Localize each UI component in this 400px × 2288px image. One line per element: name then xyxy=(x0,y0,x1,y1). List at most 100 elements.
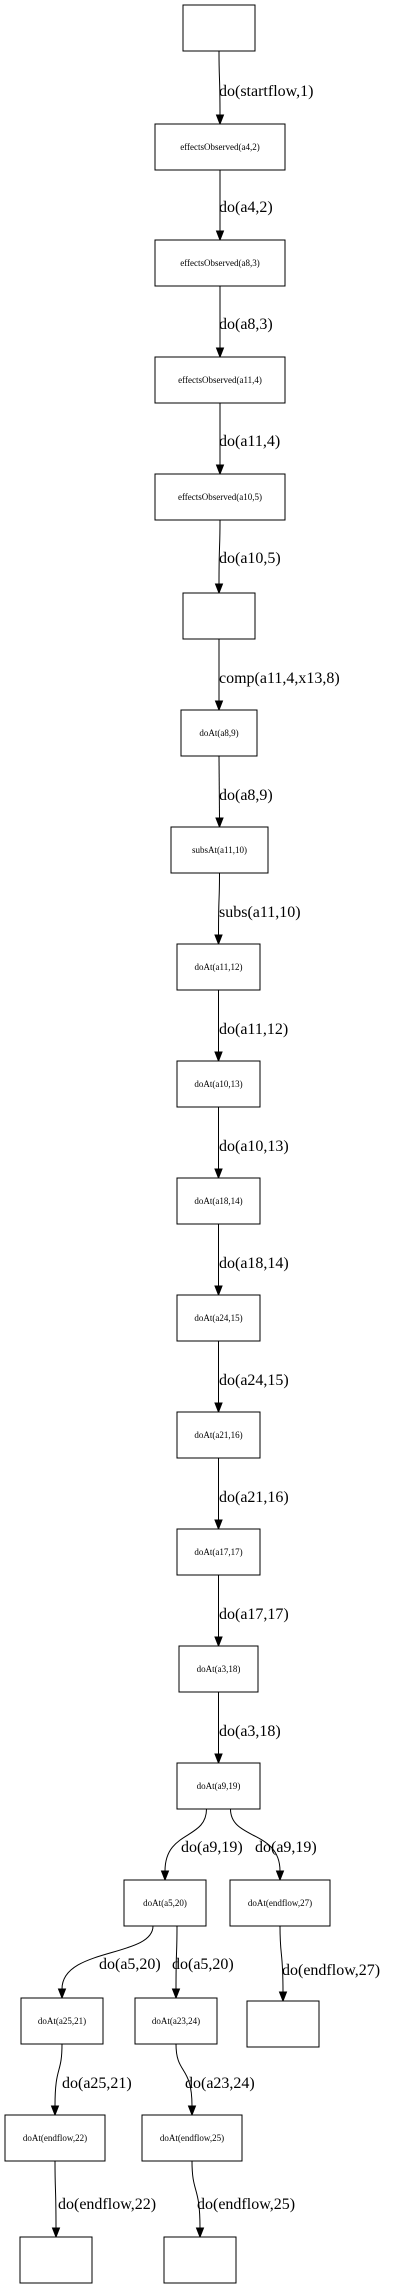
arrowhead xyxy=(214,1753,223,1765)
node-box xyxy=(163,2236,237,2284)
edge-label: do(a11,12) xyxy=(219,1021,288,1038)
node-box xyxy=(178,1645,259,1693)
node-box xyxy=(154,473,286,521)
graph-edge: do(a21,16) xyxy=(214,1458,289,1531)
edge-line xyxy=(164,1808,207,1872)
graph-node xyxy=(182,592,256,640)
arrowhead xyxy=(215,230,225,242)
arrowhead xyxy=(214,700,224,712)
node-box xyxy=(176,1762,261,1810)
edge-label: do(a25,21) xyxy=(62,2075,132,2092)
graph-edge: do(a11,4) xyxy=(215,403,280,476)
graph-edge: do(a9,19) xyxy=(230,1808,317,1882)
edge-label: do(a5,20) xyxy=(172,1956,234,1973)
edge-line xyxy=(54,2043,63,2107)
edges-layer: do(startflow,1)do(a4,2)do(a8,3)do(a11,4)… xyxy=(50,50,380,2239)
arrowhead xyxy=(214,1402,223,1414)
node-box xyxy=(170,826,269,874)
graph-node: doAt(a8,9) xyxy=(180,709,258,757)
node-box xyxy=(182,592,256,640)
arrowhead xyxy=(50,2105,60,2117)
graph-edge: do(a24,15) xyxy=(214,1341,289,1414)
node-label: effectsObserved(a8,3) xyxy=(180,258,260,268)
graph-node: doAt(a25,21) xyxy=(20,1997,104,2045)
edge-line xyxy=(175,1925,178,1990)
node-box xyxy=(176,943,261,991)
edge-label: do(a23,24) xyxy=(185,2075,255,2092)
arrowhead xyxy=(278,1991,288,2003)
graph-edge: do(a5,20) xyxy=(171,1925,234,2000)
graph-edge: do(a10,13) xyxy=(214,1107,289,1180)
graph-node: doAt(a10,13) xyxy=(176,1060,261,1108)
graph-node: doAt(a24,15) xyxy=(176,1294,261,1342)
edge-line xyxy=(54,2160,57,2229)
edge-label: do(a9,19) xyxy=(181,1839,243,1856)
nodes-layer: effectsObserved(a4,2) effectsObserved(a8,… xyxy=(4,4,331,2284)
graph-node: doAt(endflow,27) xyxy=(229,1879,331,1927)
node-box xyxy=(176,1294,261,1342)
edge-line xyxy=(175,2043,193,2107)
edge-line xyxy=(218,519,221,585)
node-box xyxy=(182,4,256,52)
node-box xyxy=(154,356,286,404)
edge-label: do(a5,20) xyxy=(99,1956,161,1973)
node-box xyxy=(4,2114,106,2162)
graph-edge: do(a11,12) xyxy=(214,990,288,1063)
graph-edge: comp(a11,4,x13,8) xyxy=(214,639,340,712)
node-box xyxy=(134,1997,218,2045)
graph-node: doAt(a3,18) xyxy=(178,1645,259,1693)
edge-label: do(endflow,25) xyxy=(197,2196,295,2213)
edge-label: do(a11,4) xyxy=(219,433,280,450)
edge-label: do(a9,19) xyxy=(255,1839,317,1856)
node-box xyxy=(123,1879,207,1927)
node-box xyxy=(176,1177,261,1225)
node-box xyxy=(180,709,258,757)
graph-node xyxy=(182,4,256,52)
edge-label: do(a21,16) xyxy=(219,1489,289,1506)
graph-edge: do(endflow,27) xyxy=(278,1925,380,2003)
graph-edge: do(a25,21) xyxy=(50,2043,132,2117)
edge-label: do(a3,18) xyxy=(219,1723,281,1740)
arrowhead xyxy=(214,934,223,946)
node-box xyxy=(154,239,286,287)
edge-label: do(a8,9) xyxy=(219,787,273,804)
arrowhead xyxy=(215,347,225,359)
arrowhead xyxy=(215,114,225,126)
arrowhead xyxy=(51,2227,61,2239)
graph-edge: do(a10,5) xyxy=(214,519,281,595)
arrowhead xyxy=(214,1168,223,1180)
edge-line xyxy=(218,755,220,819)
graph-edge: do(a23,24) xyxy=(175,2043,255,2117)
graph-node xyxy=(246,2000,320,2048)
arrowhead xyxy=(214,1519,223,1531)
graph-node: effectsObserved(a11,4) xyxy=(154,356,286,404)
graph-node: doAt(a18,14) xyxy=(176,1177,261,1225)
node-label: doAt(a9,19) xyxy=(197,1781,241,1791)
edge-line xyxy=(279,1925,284,1993)
graph-node: effectsObserved(a4,2) xyxy=(154,123,286,171)
graph-edge: do(endflow,22) xyxy=(51,2160,156,2239)
edge-label: do(a4,2) xyxy=(219,199,273,216)
graph-edge: do(a9,19) xyxy=(160,1808,243,1882)
graph-edge: do(startflow,1) xyxy=(215,50,314,126)
node-label: doAt(a10,13) xyxy=(194,1079,242,1089)
node-box xyxy=(141,2114,243,2162)
node-box xyxy=(20,1997,104,2045)
node-box xyxy=(154,123,286,171)
node-label: doAt(a21,16) xyxy=(194,1430,242,1440)
edge-label: do(startflow,1) xyxy=(219,83,314,100)
node-label: doAt(a3,18) xyxy=(197,1664,241,1674)
arrowhead xyxy=(275,1870,285,1882)
node-box xyxy=(19,2236,93,2284)
edge-label: do(a10,5) xyxy=(219,550,281,567)
edge-label: do(a24,15) xyxy=(219,1372,289,1389)
graph-node: effectsObserved(a10,5) xyxy=(154,473,286,521)
node-label: doAt(endflow,25) xyxy=(160,2133,224,2143)
arrowhead xyxy=(214,1051,223,1063)
arrowhead xyxy=(215,817,224,829)
edge-label: do(a17,17) xyxy=(219,1606,289,1623)
graph-node xyxy=(19,2236,93,2284)
node-box xyxy=(246,2000,320,2048)
edge-label: do(a10,13) xyxy=(219,1138,289,1155)
node-label: doAt(endflow,27) xyxy=(248,1898,312,1908)
